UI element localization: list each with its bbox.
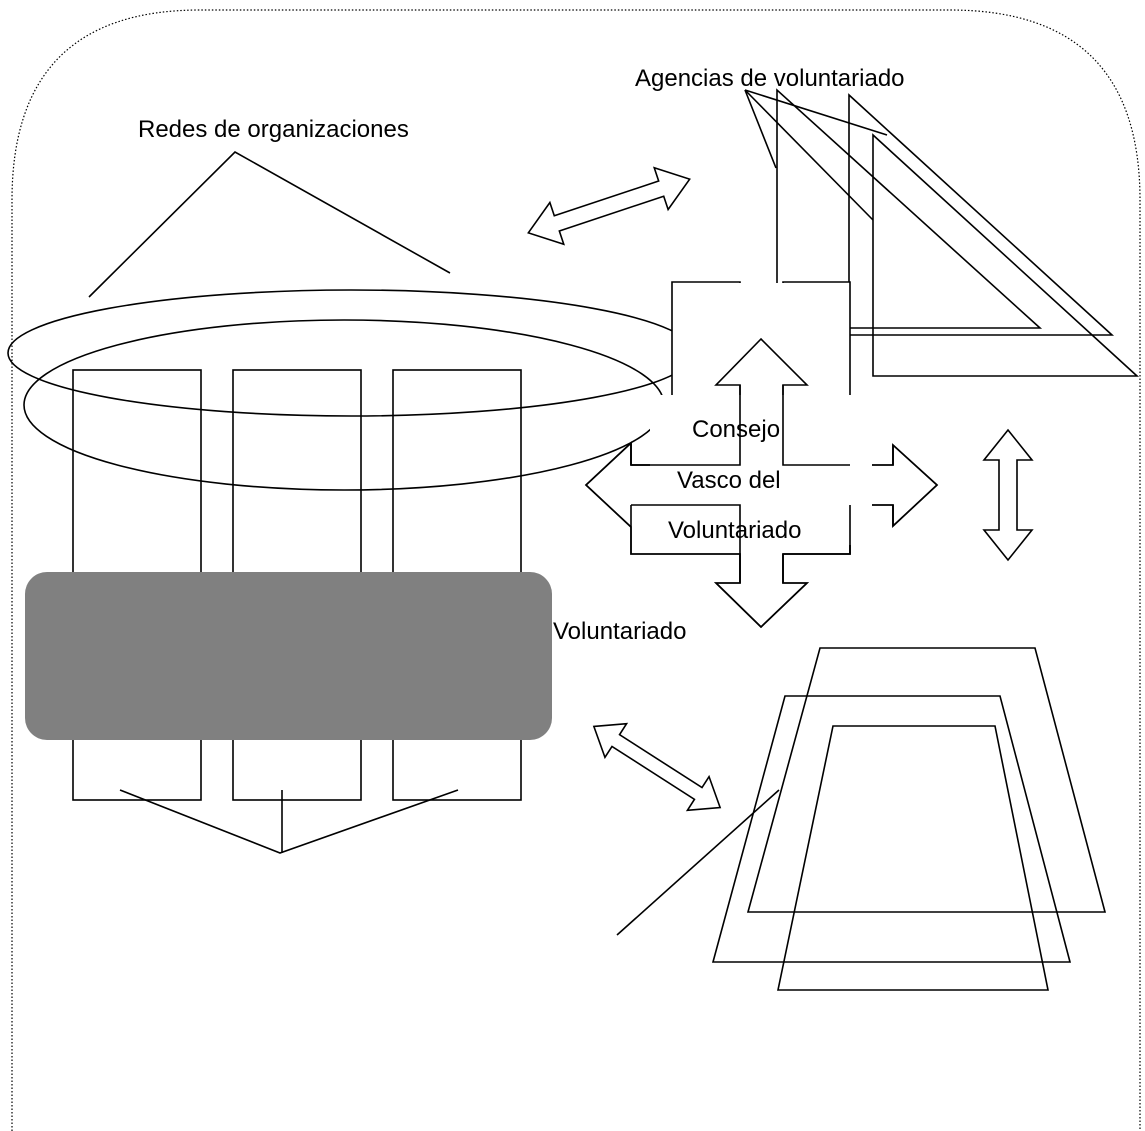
network-ellipse-inner — [23, 319, 665, 491]
trapezoid-callout — [616, 789, 780, 936]
consejo-cross-inner-edges-3 — [631, 504, 741, 554]
volunteer-band — [25, 572, 552, 740]
consejo-cross-inner-edges — [631, 385, 741, 466]
redes-label: Redes de organizaciones — [138, 116, 409, 143]
consejo-label-line1: Consejo — [692, 416, 780, 443]
columns-callout-left — [119, 789, 459, 854]
trapezoid-2 — [711, 695, 1072, 963]
consejo-label-line3: Voluntariado — [668, 517, 801, 544]
consejo-cross-inner-edges-4 — [783, 505, 851, 555]
redes-callout-lines — [88, 151, 451, 298]
agencias-callout-1 — [744, 89, 777, 169]
double-arrow-bottom — [592, 722, 722, 812]
agencias-label: Agencias de voluntariado — [635, 65, 905, 92]
double-arrow-right — [982, 428, 1034, 562]
agencias-callout-2 — [744, 89, 888, 136]
agency-triangle-3 — [872, 133, 1140, 377]
consejo-cross-inner-edges-2 — [782, 385, 850, 466]
trapezoid-3 — [777, 725, 1049, 991]
agency-triangle-2 — [848, 93, 1115, 336]
network-ellipse-outer — [7, 289, 695, 417]
voluntariado-label: Voluntariado — [553, 618, 686, 645]
consejo-label-line2: Vasco del — [677, 467, 781, 494]
consejo-cross-center-erase — [650, 395, 872, 545]
dotted-frame — [11, 9, 1141, 1131]
agencias-callout-3 — [744, 89, 874, 221]
trapezoid-1 — [746, 647, 1107, 913]
double-arrow-top — [527, 166, 691, 246]
agency-triangle-1 — [776, 88, 1043, 329]
